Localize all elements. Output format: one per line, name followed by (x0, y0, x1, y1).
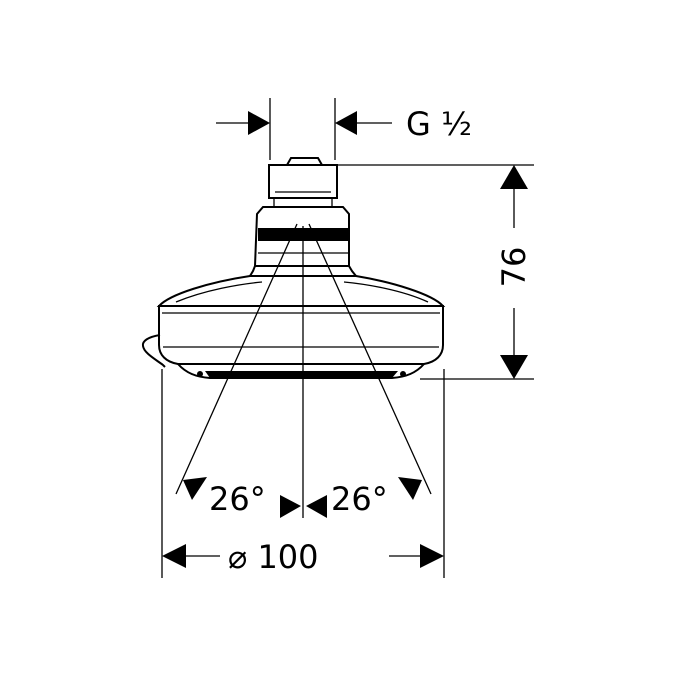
thread-dimension: G ½ (216, 105, 472, 143)
angle-dimensions: 26° 26° (183, 477, 422, 518)
side-lever (141, 334, 166, 368)
centerline-and-angles (175, 223, 432, 518)
spray-face (158, 305, 444, 379)
height-dimension: 76 (495, 165, 533, 379)
angle-right-label: 26° (331, 480, 388, 518)
diameter-dimension: ⌀ 100 (162, 538, 444, 576)
connector-nut (268, 157, 338, 208)
extension-lines (161, 98, 534, 578)
thread-label: G ½ (406, 105, 472, 143)
shower-head-body (141, 157, 446, 379)
neck-joint (253, 206, 350, 267)
dome (156, 275, 446, 307)
diameter-label: ⌀ 100 (228, 538, 319, 576)
height-label: 76 (495, 247, 533, 288)
angle-left-label: 26° (209, 480, 266, 518)
